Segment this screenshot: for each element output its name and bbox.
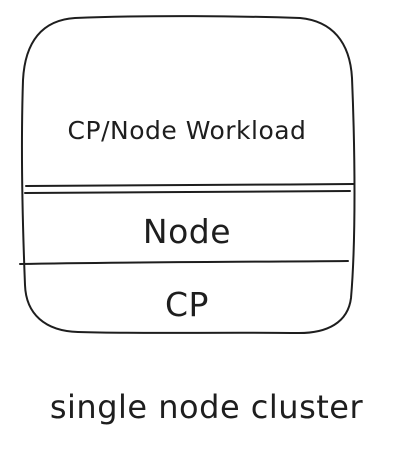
node-cp-divider-line	[19, 260, 349, 265]
node-section-label: Node	[142, 212, 232, 251]
workload-divider-line	[25, 183, 355, 187]
workload-divider-line-second	[24, 190, 351, 194]
diagram-caption: single node cluster	[49, 388, 364, 426]
cp-section-label: CP	[165, 285, 209, 324]
cp-node-workload-section-label: CP/Node Workload	[67, 116, 307, 145]
cluster-box-outline	[20, 15, 356, 335]
